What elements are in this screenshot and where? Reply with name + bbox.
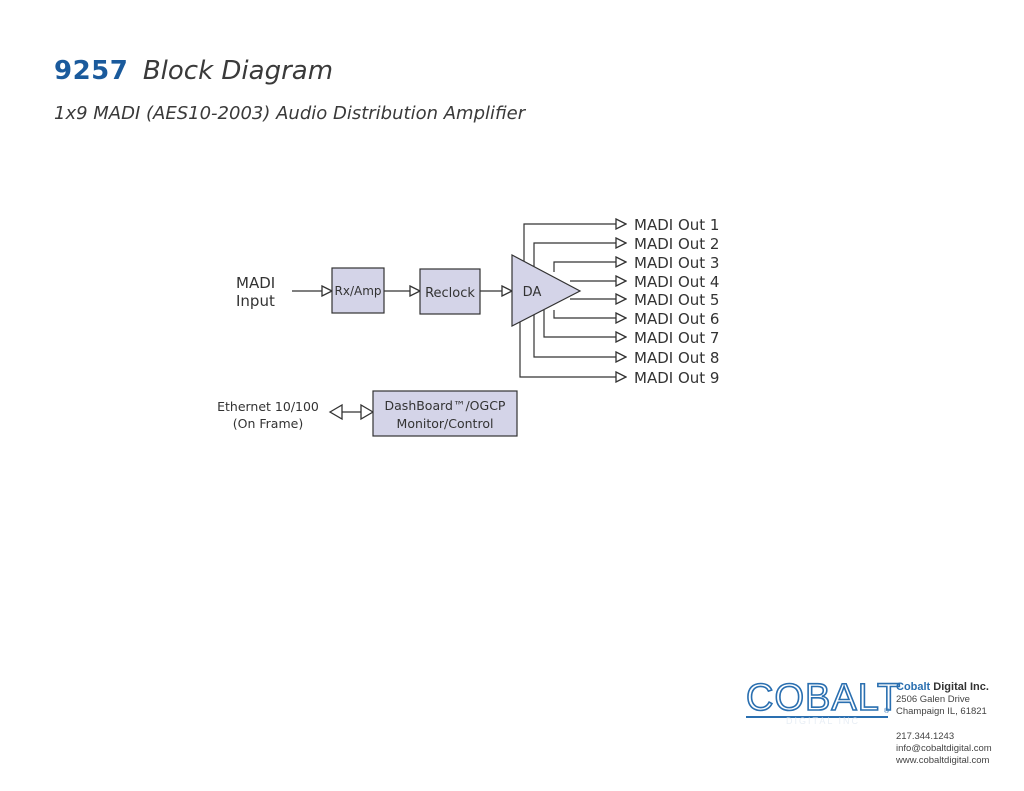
- output-line-3: [553, 262, 626, 272]
- rxamp-block: Rx/Amp: [331, 267, 385, 314]
- output-line-8: [533, 310, 626, 357]
- logo-registered-mark: ®: [884, 708, 890, 715]
- output-label-4: MADI Out 4: [634, 273, 719, 291]
- output-label-5: MADI Out 5: [634, 291, 719, 309]
- output-label-3: MADI Out 3: [634, 254, 719, 272]
- logo-subtext: DIGITAL INC: [786, 716, 861, 726]
- output-fanout: [519, 224, 626, 377]
- title-text: Block Diagram: [142, 56, 334, 86]
- email: info@cobaltdigital.com: [896, 743, 992, 754]
- page-title: 9257 Block Diagram: [54, 56, 333, 96]
- output-line-7: [543, 310, 626, 337]
- reclock-block: Reclock: [419, 268, 481, 315]
- ethernet-label-line1: Ethernet 10/100: [217, 399, 319, 414]
- output-label-7: MADI Out 7: [634, 329, 719, 347]
- output-line-2: [533, 243, 626, 272]
- output-label-8: MADI Out 8: [634, 349, 719, 367]
- rxamp-label: Rx/Amp: [335, 284, 382, 298]
- address-line2: Champaign IL, 61821: [896, 706, 987, 717]
- company-name-part1: Cobalt: [896, 681, 931, 693]
- input-label-line1: MADI: [236, 274, 275, 292]
- ethernet-label-line2: (On Frame): [233, 416, 303, 431]
- output-label-2: MADI Out 2: [634, 235, 719, 253]
- da-block: DA: [511, 254, 582, 327]
- da-label: DA: [523, 285, 542, 300]
- website: www.cobaltdigital.com: [896, 755, 990, 766]
- page-subtitle: 1x9 MADI (AES10-2003) Audio Distribution…: [54, 103, 526, 124]
- logo-wordmark: COBALT: [745, 677, 902, 719]
- company-info: Cobalt Digital Inc. 2506 Galen Drive Cha…: [896, 681, 992, 767]
- reclock-label: Reclock: [425, 286, 475, 301]
- phone: 217.344.1243: [896, 731, 955, 742]
- ethernet-bidirectional-arrow: [328, 403, 375, 421]
- output-line-9: [519, 310, 626, 377]
- dashboard-label-line1: DashBoard™/OGCP: [385, 398, 506, 413]
- dashboard-block: DashBoard™/OGCP Monitor/Control: [372, 390, 518, 437]
- company-name: Cobalt Digital Inc.: [896, 681, 992, 694]
- dashboard-label-line2: Monitor/Control: [397, 416, 494, 431]
- logo-underline: [746, 716, 888, 718]
- output-label-9: MADI Out 9: [634, 369, 719, 387]
- company-name-part2: Digital Inc.: [930, 681, 989, 693]
- model-number: 9257: [54, 56, 129, 86]
- cobalt-logo: COBALT ® DIGITAL INC: [745, 677, 901, 726]
- output-line-6: [553, 310, 626, 318]
- output-label-1: MADI Out 1: [634, 216, 719, 234]
- address-line1: 2506 Galen Drive: [896, 694, 970, 705]
- input-label-line2: Input: [236, 292, 275, 310]
- output-label-6: MADI Out 6: [634, 310, 719, 328]
- output-line-1: [523, 224, 626, 272]
